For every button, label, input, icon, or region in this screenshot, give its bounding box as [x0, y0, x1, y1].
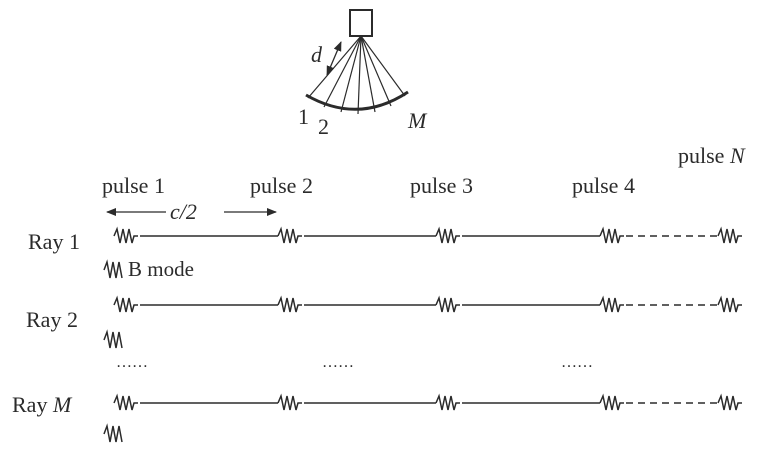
transducer: d 1 2 M — [298, 9, 428, 139]
spacing-label: d — [311, 42, 323, 67]
pulse-label-2: pulse 2 — [250, 173, 313, 198]
element-label-last: M — [407, 108, 428, 133]
ray-timeline-ray-m — [103, 393, 742, 443]
transducer-box — [349, 9, 373, 37]
b-mode-echo-mark — [103, 259, 123, 279]
scan-lines — [307, 35, 406, 115]
pulse-mark-5 — [717, 393, 742, 411]
ellipsis-3: …… — [561, 354, 593, 371]
element-label-second: 2 — [318, 114, 329, 139]
element-spacing-arrow — [326, 41, 342, 76]
b-mode-echo-mark — [103, 329, 123, 349]
pulse-label-n: pulse N — [678, 143, 746, 168]
b-mode-label: B mode — [128, 257, 194, 281]
pulse-label-4: pulse 4 — [572, 173, 635, 198]
pulse-mark-4 — [599, 393, 624, 411]
pulse-mark-3 — [435, 295, 460, 313]
pulse-mark-3 — [435, 393, 460, 411]
pulse-mark-3 — [435, 226, 460, 244]
element-label-first: 1 — [298, 104, 309, 129]
pulse-mark-1 — [113, 393, 138, 411]
ray-labels: Ray 1 Ray 2 Ray M — [12, 229, 80, 417]
ray-timelines — [103, 226, 742, 443]
pulse-label-1: pulse 1 — [102, 173, 165, 198]
b-mode-echo-mark — [103, 423, 123, 443]
pulse-mark-5 — [717, 226, 742, 244]
pulse-mark-1 — [113, 226, 138, 244]
pulse-label-3: pulse 3 — [410, 173, 473, 198]
pulse-mark-1 — [113, 295, 138, 313]
ellipsis-row: …… …… …… — [116, 354, 593, 371]
pulse-interval: c/2 — [106, 199, 277, 224]
pulse-mark-2 — [277, 295, 302, 313]
ray-label-1: Ray 1 — [28, 229, 80, 254]
ray-timeline-ray-1 — [103, 226, 742, 279]
pulse-mark-4 — [599, 226, 624, 244]
ellipsis-1: …… — [116, 354, 148, 371]
pulse-mark-2 — [277, 393, 302, 411]
pulse-mark-2 — [277, 226, 302, 244]
scan-arc — [305, 90, 409, 111]
ellipsis-2: …… — [322, 354, 354, 371]
ray-label-m: Ray M — [12, 392, 73, 417]
ray-timeline-ray-2 — [103, 295, 742, 349]
pulse-labels: pulse 1 pulse 2 pulse 3 pulse 4 pulse N — [102, 143, 746, 198]
pulse-mark-5 — [717, 295, 742, 313]
pulse-mark-4 — [599, 295, 624, 313]
ray-label-2: Ray 2 — [26, 307, 78, 332]
interval-label: c/2 — [170, 199, 197, 224]
